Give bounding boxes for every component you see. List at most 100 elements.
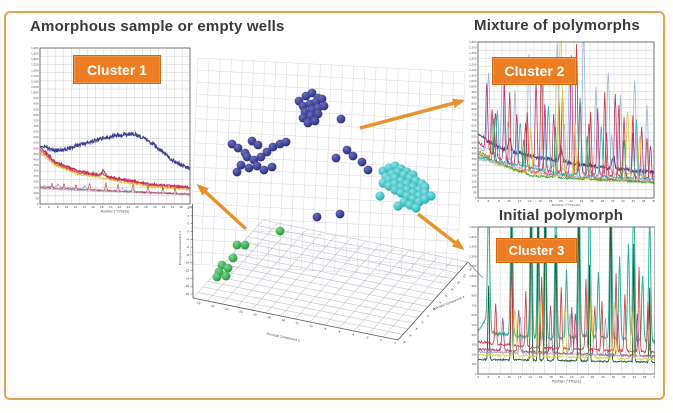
- svg-text:16: 16: [91, 205, 95, 209]
- svg-text:1,150: 1,150: [469, 68, 477, 72]
- svg-text:800: 800: [472, 107, 477, 111]
- svg-text:34: 34: [632, 375, 636, 379]
- svg-text:400: 400: [472, 151, 477, 155]
- svg-text:16: 16: [539, 375, 543, 379]
- svg-text:6: 6: [488, 375, 490, 379]
- svg-text:-18: -18: [184, 292, 189, 296]
- cluster2-chart: 1,4001,3501,3001,2501,2001,1501,1001,050…: [469, 40, 655, 207]
- svg-text:1,300: 1,300: [469, 51, 477, 55]
- svg-text:18: 18: [100, 205, 104, 209]
- svg-text:850: 850: [472, 101, 477, 105]
- svg-text:250: 250: [472, 168, 477, 172]
- svg-text:14: 14: [82, 205, 86, 209]
- svg-text:500: 500: [34, 146, 39, 150]
- svg-text:1,500: 1,500: [469, 225, 477, 229]
- svg-text:-14: -14: [280, 318, 286, 323]
- svg-text:4: 4: [477, 375, 479, 379]
- svg-text:1,100: 1,100: [469, 264, 477, 268]
- svg-text:600: 600: [472, 313, 477, 317]
- svg-text:36: 36: [642, 199, 646, 203]
- svg-text:900: 900: [472, 284, 477, 288]
- svg-text:-22: -22: [224, 306, 230, 311]
- svg-text:1,050: 1,050: [469, 79, 477, 83]
- svg-text:28: 28: [600, 199, 604, 203]
- svg-text:0: 0: [426, 314, 430, 318]
- svg-text:1,000: 1,000: [469, 274, 477, 278]
- svg-text:10: 10: [456, 280, 461, 285]
- svg-text:100: 100: [472, 185, 477, 189]
- svg-text:150: 150: [34, 185, 39, 189]
- svg-text:10: 10: [65, 205, 69, 209]
- svg-text:30: 30: [611, 199, 615, 203]
- svg-text:150: 150: [472, 179, 477, 183]
- svg-text:300: 300: [472, 163, 477, 167]
- svg-text:250: 250: [34, 174, 39, 178]
- svg-text:450: 450: [34, 152, 39, 156]
- svg-text:100: 100: [472, 362, 477, 366]
- svg-text:300: 300: [472, 343, 477, 347]
- svg-text:-14: -14: [184, 276, 189, 280]
- svg-text:200: 200: [472, 352, 477, 356]
- svg-text:1,400: 1,400: [469, 40, 477, 44]
- svg-text:350: 350: [34, 163, 39, 167]
- svg-text:20: 20: [559, 199, 563, 203]
- svg-text:-4: -4: [414, 327, 419, 332]
- svg-text:32: 32: [621, 199, 625, 203]
- svg-text:-2: -2: [365, 335, 369, 340]
- svg-text:650: 650: [472, 124, 477, 128]
- svg-text:8: 8: [498, 199, 500, 203]
- svg-text:1,300: 1,300: [469, 245, 477, 249]
- svg-text:4: 4: [39, 205, 41, 209]
- svg-text:Principal Component 2: Principal Component 2: [432, 295, 465, 311]
- svg-text:36: 36: [643, 375, 647, 379]
- svg-text:1,350: 1,350: [31, 52, 39, 56]
- svg-text:900: 900: [34, 102, 39, 106]
- svg-text:-8: -8: [186, 253, 189, 257]
- svg-text:Principal Component 3: Principal Component 3: [178, 231, 182, 265]
- svg-text:-2: -2: [420, 320, 425, 325]
- heading-mixture: Mixture of polymorphs: [474, 17, 640, 34]
- svg-text:1,250: 1,250: [469, 57, 477, 61]
- svg-text:-24: -24: [210, 303, 216, 308]
- svg-text:8: 8: [450, 287, 454, 291]
- svg-text:1,000: 1,000: [469, 85, 477, 89]
- svg-text:-12: -12: [294, 321, 300, 326]
- svg-text:Position [°2Theta]: Position [°2Theta]: [552, 204, 581, 207]
- svg-text:6: 6: [444, 294, 448, 298]
- svg-text:550: 550: [34, 141, 39, 145]
- svg-text:900: 900: [472, 96, 477, 100]
- svg-text:0: 0: [475, 372, 477, 376]
- svg-text:-6: -6: [337, 329, 341, 334]
- svg-text:350: 350: [472, 157, 477, 161]
- svg-text:12: 12: [74, 205, 78, 209]
- svg-text:10: 10: [507, 199, 511, 203]
- svg-text:1,000: 1,000: [31, 91, 39, 95]
- svg-text:6: 6: [48, 205, 50, 209]
- svg-text:12: 12: [518, 375, 522, 379]
- svg-text:1,350: 1,350: [469, 46, 477, 50]
- svg-text:450: 450: [472, 146, 477, 150]
- svg-text:34: 34: [171, 205, 175, 209]
- svg-text:1,400: 1,400: [31, 46, 39, 50]
- svg-text:22: 22: [569, 199, 573, 203]
- svg-text:-26: -26: [196, 301, 202, 306]
- svg-text:1,150: 1,150: [31, 74, 39, 78]
- svg-text:32: 32: [162, 205, 166, 209]
- svg-text:26: 26: [590, 199, 594, 203]
- svg-text:14: 14: [528, 199, 532, 203]
- svg-text:-8: -8: [402, 340, 407, 345]
- svg-text:38: 38: [188, 205, 192, 209]
- svg-text:500: 500: [472, 140, 477, 144]
- svg-text:0: 0: [475, 196, 477, 200]
- svg-text:700: 700: [34, 124, 39, 128]
- svg-text:8: 8: [498, 375, 500, 379]
- svg-text:4: 4: [438, 300, 442, 304]
- svg-text:1,200: 1,200: [469, 254, 477, 258]
- svg-text:-6: -6: [408, 333, 413, 338]
- svg-text:6: 6: [487, 199, 489, 203]
- svg-text:300: 300: [34, 169, 39, 173]
- svg-text:950: 950: [472, 90, 477, 94]
- svg-text:1,400: 1,400: [469, 235, 477, 239]
- svg-text:0: 0: [380, 338, 383, 342]
